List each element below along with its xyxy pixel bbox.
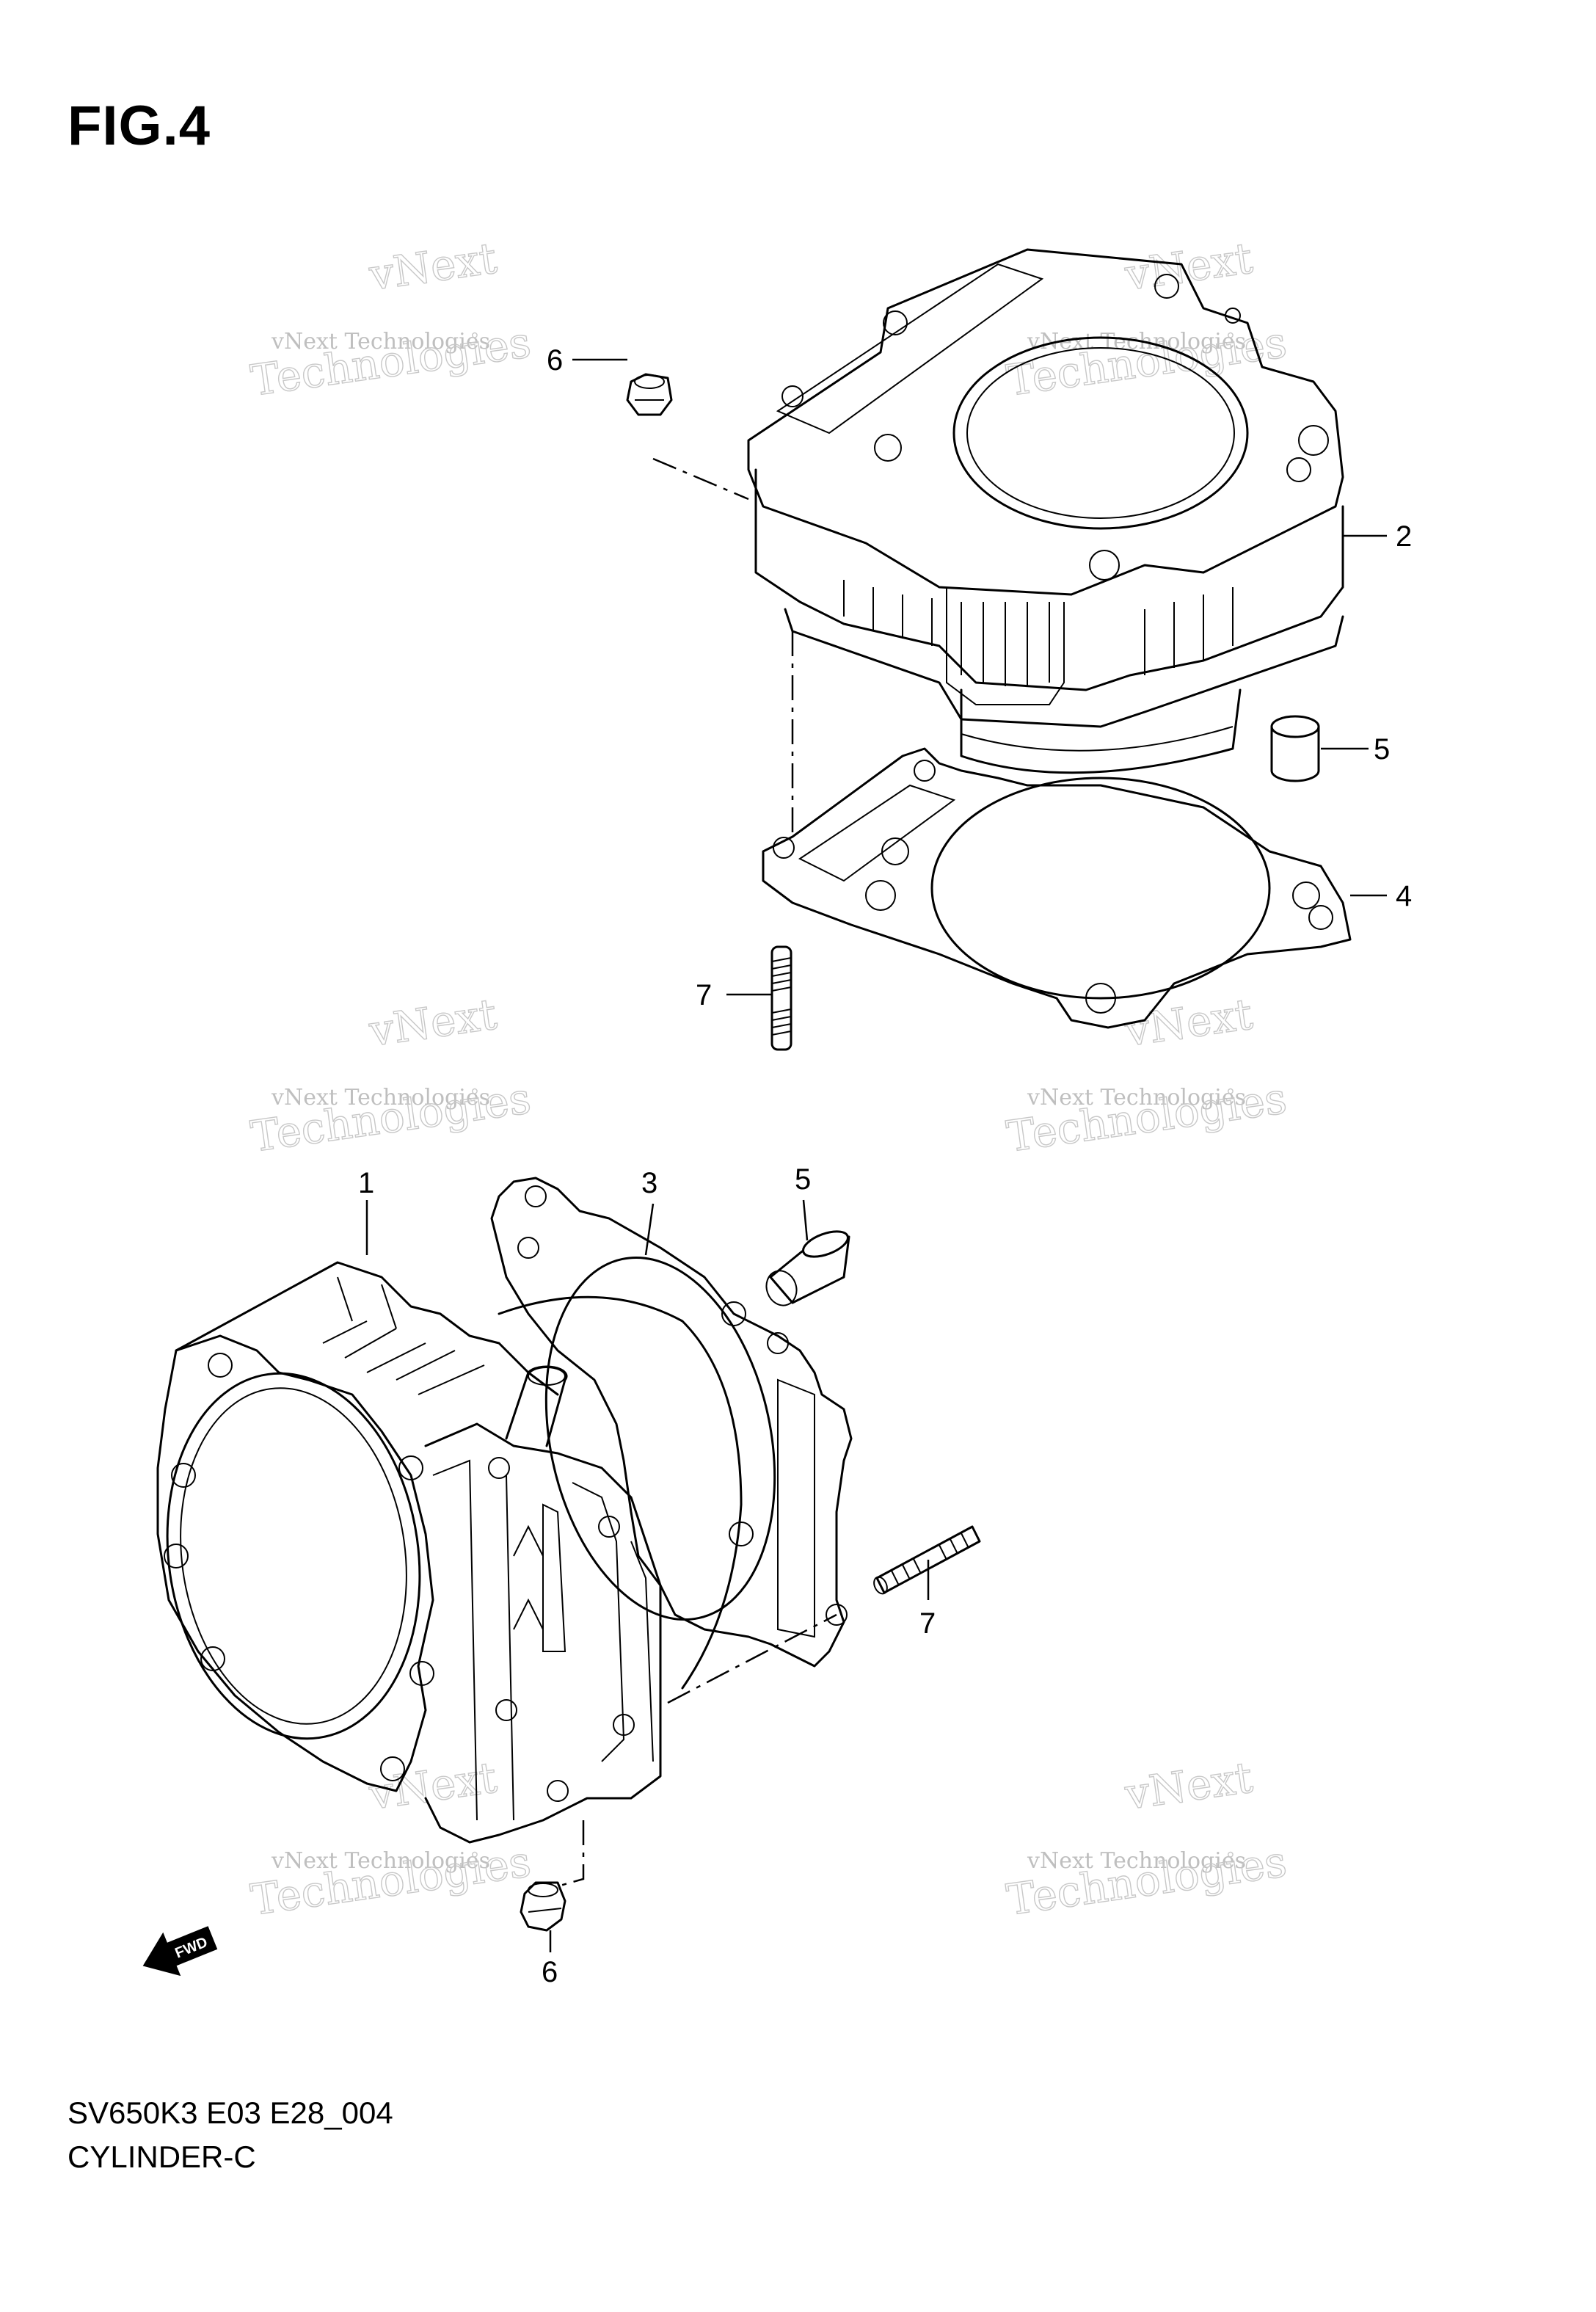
bottom-flange-nut [520, 1881, 566, 1932]
top-stud-bolt [770, 945, 792, 1051]
svg-text:vNext: vNext [365, 989, 500, 1056]
svg-text:vNext: vNext [1121, 233, 1256, 300]
forward-direction-arrow-icon: FWD [142, 1926, 218, 1977]
top-cylinder-block [747, 248, 1344, 774]
svg-text:vNext: vNext [365, 233, 500, 300]
callout-bottom-stud: 7 [919, 1607, 936, 1640]
leader-bottom-dowel [802, 1199, 809, 1241]
figure-title: FIG.4 [68, 95, 211, 157]
callout-top-gasket: 4 [1396, 880, 1412, 912]
svg-text:vNext Technologies: vNext Technologies [271, 1848, 490, 1874]
svg-text:vNext Technologies: vNext Technologies [1027, 1085, 1246, 1110]
top-base-gasket [762, 747, 1352, 1029]
drawing-name: CYLINDER-C [68, 2140, 256, 2174]
svg-text:vNext: vNext [1121, 989, 1256, 1056]
bottom-stud-bolt [873, 1525, 981, 1595]
top-nut-alignment-line [652, 457, 749, 501]
watermark-top-right: vNext vNext Technologies Technologies [1003, 233, 1290, 407]
callout-bottom-nut: 6 [542, 1956, 558, 1988]
callout-top-stud: 7 [696, 979, 712, 1011]
svg-text:vNext Technologies: vNext Technologies [1027, 1848, 1246, 1874]
callout-top-cylinder: 2 [1396, 520, 1412, 553]
svg-text:vNext: vNext [365, 1752, 500, 1820]
top-dowel-pin [1270, 715, 1320, 782]
svg-text:vNext Technologies: vNext Technologies [271, 1085, 490, 1110]
bottom-base-gasket [490, 1177, 853, 1668]
watermark-mid-left: vNext vNext Technologies Technologies [247, 989, 534, 1163]
leader-bottom-gasket [644, 1203, 655, 1256]
drawing-code: SV650K3 E03 E28_004 [68, 2095, 393, 2130]
callout-top-nut: 6 [547, 344, 563, 377]
bottom-cylinder-block [156, 1261, 743, 1844]
callout-bottom-dowel: 5 [795, 1163, 811, 1196]
callout-top-dowel: 5 [1374, 733, 1390, 766]
callout-bottom-gasket: 3 [641, 1167, 657, 1199]
bottom-nut-alignment-line [557, 1820, 585, 1888]
watermark-mid-right: vNext vNext Technologies Technologies [1003, 989, 1290, 1163]
watermark-top-left: vNext vNext Technologies Technologies [247, 233, 534, 407]
bottom-dowel-pin [765, 1230, 850, 1306]
watermark-group: vNext vNext Technologies Technologies vN… [247, 233, 1290, 1926]
callout-bottom-cylinder: 1 [358, 1167, 374, 1199]
svg-text:vNext Technologies: vNext Technologies [271, 329, 490, 355]
top-flange-nut [626, 373, 673, 416]
watermark-bottom-right: vNext vNext Technologies Technologies [1003, 1752, 1290, 1926]
bottom-stud-alignment-line [667, 1613, 837, 1704]
svg-text:vNext: vNext [1121, 1752, 1256, 1820]
